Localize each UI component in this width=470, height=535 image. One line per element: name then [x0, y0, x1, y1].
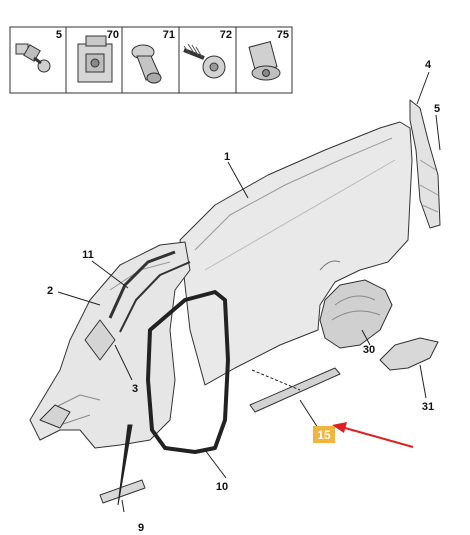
callout-10: 10	[216, 481, 228, 493]
fastener-71-label: 71	[163, 29, 175, 41]
side-panel-drawing	[29, 99, 441, 504]
fastener-75-label: 75	[277, 29, 289, 41]
ball-stud-icon	[15, 43, 51, 73]
weatherstrip-upper	[108, 250, 176, 319]
callout-9: 9	[138, 522, 144, 534]
door-seal	[146, 290, 230, 454]
callout-5: 5	[434, 103, 440, 115]
highlight-box	[313, 426, 335, 443]
sill-trim	[99, 479, 146, 504]
callout-4: 4	[425, 59, 432, 71]
side-molding	[249, 367, 341, 413]
bracket	[379, 337, 439, 371]
pointer-arrow-icon	[332, 422, 414, 448]
callout-labels: 1 2 3 4 5 9 10 11 30 31 15	[47, 59, 440, 534]
callout-3: 3	[132, 383, 138, 395]
push-rivet-icon	[131, 44, 162, 84]
leader-lines	[57, 71, 441, 513]
callout-11: 11	[82, 249, 94, 261]
fastener-header: 5 70 71 72 75	[9, 26, 293, 94]
fastener-5-label: 5	[56, 29, 62, 41]
wheel-arch-liner	[319, 279, 393, 349]
clip-nut-icon	[77, 35, 113, 83]
fastener-72-label: 72	[220, 29, 232, 41]
expansion-nut-icon	[248, 40, 281, 81]
screw-icon	[183, 43, 226, 79]
rear-pillar-panel	[409, 99, 441, 229]
callout-31: 31	[422, 401, 434, 413]
side-body-panel	[179, 121, 413, 386]
callout-30: 30	[363, 344, 375, 356]
fastener-70-label: 70	[107, 29, 119, 41]
callout-15: 15	[317, 428, 331, 442]
callout-1: 1	[224, 151, 230, 163]
callout-2: 2	[47, 285, 53, 297]
